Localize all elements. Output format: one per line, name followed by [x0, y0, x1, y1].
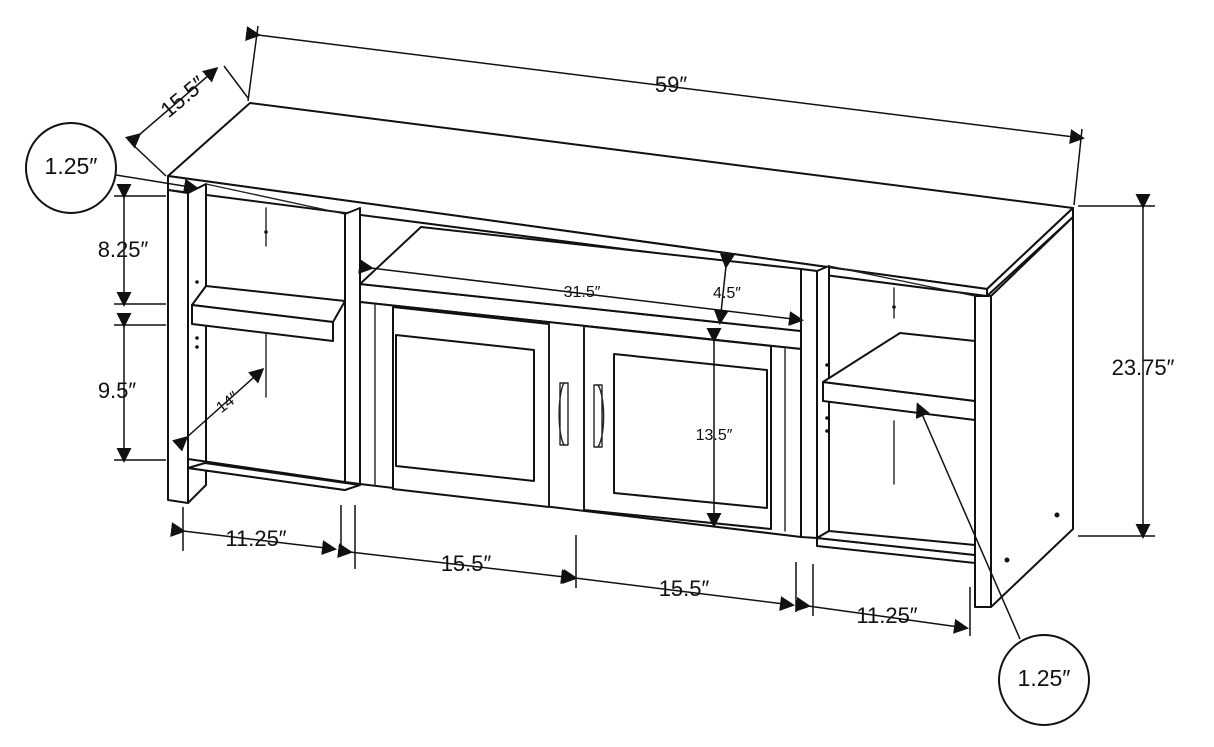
left-handle-shape	[558, 382, 569, 446]
center-opening-width-label: 31.5″	[564, 284, 601, 301]
lower-shelf-height-label: 9.5″	[98, 378, 137, 403]
left-shelf-front	[191, 304, 334, 342]
top-shelf-height-label: 8.25″	[98, 237, 149, 262]
center-cabinet	[359, 226, 802, 538]
shelf-thickness-label: 1.25″	[1018, 665, 1071, 691]
overall-width-dimension: 59″	[245, 25, 1085, 206]
left-shelf-pin-2	[195, 336, 199, 340]
top-thickness-bubble	[25, 122, 117, 214]
right-bottom-shelf-face	[816, 530, 976, 556]
center-opening-dimensions: 31.5″ 4.5″ 13.5″	[358, 253, 804, 528]
overall-width-left-extension	[247, 25, 259, 102]
left-door-width-label: 15.5″	[441, 551, 492, 576]
door-opening-height-label: 13.5″	[696, 427, 733, 444]
shelf-depth-arrow	[172, 367, 265, 452]
shelf-thickness-leader	[915, 402, 1021, 640]
bottom-width-dimensions: 11.25″ 15.5″ 15.5″ 11.25″	[170, 505, 971, 636]
left-front-upright	[167, 189, 189, 504]
right-bay-width-label: 11.25″	[856, 603, 917, 628]
right-handle-shape	[593, 384, 605, 448]
left-bay-width-label: 11.25″	[225, 526, 286, 551]
top-thickness-leader	[115, 174, 199, 194]
right-shelf-pin-3	[825, 429, 829, 433]
left-shelf-height-dimensions: 8.25″ 9.5″	[98, 184, 166, 463]
left-shelf-pin-4	[264, 230, 268, 234]
overall-depth-extension-left	[130, 142, 167, 177]
top-thickness-label: 1.25″	[45, 153, 98, 179]
right-side-hole	[1054, 512, 1060, 518]
overall-width-label: 59″	[655, 72, 687, 97]
center-opening-height-arrow	[713, 253, 735, 325]
right-shelf-pin-1	[825, 363, 829, 367]
right-bay-width-arrow	[795, 596, 969, 634]
overall-width-arrow	[245, 26, 1085, 144]
right-door-width-arrow	[562, 569, 795, 611]
right-front-upright	[974, 295, 992, 608]
overall-width-right-extension	[1073, 128, 1083, 206]
shelf-thickness-bubble	[998, 634, 1090, 726]
left-door-panel	[395, 334, 535, 482]
overall-depth-extension-right	[223, 65, 249, 99]
left-bay-top-edge	[205, 183, 346, 215]
left-bottom-shelf-face	[187, 462, 361, 491]
top-thickness-callout: 1.25″	[25, 122, 199, 214]
shelf-thickness-callout: 1.25″	[915, 402, 1090, 726]
left-shelf-pin-1	[195, 280, 199, 284]
shelf-depth-label: 14″	[213, 389, 242, 417]
center-opening-height-label: 4.5″	[713, 285, 741, 302]
right-door-panel	[613, 353, 768, 509]
right-divider-front	[800, 268, 818, 539]
right-bottom-hole	[1004, 557, 1010, 563]
right-door-width-label: 15.5″	[659, 576, 710, 601]
right-bay-top-edge	[828, 265, 976, 297]
door-handle-icon	[558, 382, 569, 446]
left-shelf-pin-3	[195, 345, 199, 349]
overall-height-dimension: 23.75″	[1078, 194, 1175, 539]
right-side-panel	[800, 216, 1074, 608]
left-upright-side	[187, 183, 207, 504]
door-handle-icon	[593, 384, 605, 448]
left-side-panel	[167, 183, 361, 504]
right-upright-side	[990, 216, 1074, 608]
left-bay-width-arrow	[170, 522, 337, 556]
right-shelf-pin-2	[825, 416, 829, 420]
overall-height-label: 23.75″	[1112, 355, 1175, 380]
left-door-width-arrow	[337, 543, 576, 585]
overall-depth-arrow	[125, 67, 219, 149]
right-shelf-pin-4	[892, 305, 896, 309]
left-divider-side	[344, 207, 361, 485]
